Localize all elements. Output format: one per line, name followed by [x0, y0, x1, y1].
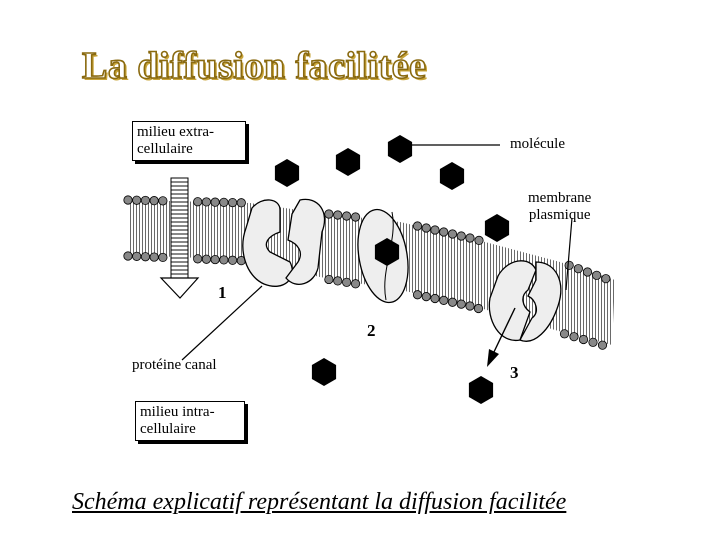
- extracellular-label-line1: milieu extra-: [137, 124, 215, 140]
- phospholipid-head: [210, 197, 220, 207]
- molecule-hexagon: [387, 135, 413, 163]
- phospholipid-head: [430, 225, 440, 235]
- phospholipid-head: [601, 274, 611, 284]
- phospholipid-head: [447, 297, 458, 307]
- channel-protein-3: [488, 260, 562, 342]
- molecule-hexagon: [468, 376, 494, 404]
- molecules: [274, 135, 510, 404]
- phospholipid-head: [149, 252, 159, 262]
- membrane-heads-top: [123, 195, 611, 284]
- phospholipid-head: [350, 279, 361, 289]
- phospholipid-head: [227, 255, 238, 265]
- phospholipid-head: [350, 212, 361, 222]
- molecule-hexagon: [484, 214, 510, 242]
- phospholipid-head: [123, 251, 133, 261]
- phospholipid-head: [324, 274, 334, 285]
- molecule-label: molécule: [510, 136, 565, 152]
- page-title: La diffusion facilitée: [81, 44, 427, 88]
- phospholipid-head: [573, 264, 583, 274]
- channel-protein-1: [242, 198, 326, 287]
- membrane-label-line1: membrane: [528, 190, 592, 206]
- phospholipid-head: [219, 197, 229, 207]
- phospholipid-head: [588, 337, 598, 347]
- phospholipid-head: [439, 227, 449, 237]
- phospholipid-head: [193, 254, 203, 264]
- canal-leader-line: [181, 285, 263, 361]
- step-3-label: 3: [510, 363, 519, 382]
- phospholipid-head: [582, 267, 593, 277]
- phospholipid-head: [201, 254, 212, 264]
- phospholipid-head: [342, 211, 352, 221]
- molecule-hexagon: [439, 162, 465, 190]
- phospholipid-head: [210, 254, 220, 265]
- phospholipid-head: [597, 340, 608, 350]
- phospholipid-head: [456, 299, 466, 309]
- phospholipid-head: [430, 293, 440, 304]
- intracellular-label-box: milieu intra- cellulaire: [135, 401, 245, 441]
- phospholipid-head: [158, 196, 168, 206]
- phospholipid-head: [559, 329, 570, 339]
- phospholipid-head: [227, 197, 238, 208]
- membrane-leader-line: [565, 217, 573, 291]
- phospholipid-head: [324, 209, 334, 219]
- molecule-hexagon: [335, 148, 361, 176]
- phospholipid-head: [465, 233, 475, 243]
- intracellular-label-line2: cellulaire: [140, 421, 196, 437]
- phospholipid-head: [421, 223, 431, 233]
- phospholipid-head: [333, 276, 343, 286]
- diffusion-arrow: [159, 177, 200, 299]
- phospholipid-head: [140, 195, 151, 206]
- phospholipid-head: [149, 196, 159, 206]
- phospholipid-head: [578, 334, 589, 345]
- phospholipid-head: [447, 229, 458, 239]
- phospholipid-head: [236, 198, 246, 208]
- phospholipid-head: [333, 210, 343, 220]
- phospholipid-head: [592, 270, 602, 280]
- phospholipid-head: [421, 292, 431, 302]
- figure-caption: Schéma explicatif représentant la diffus…: [72, 489, 567, 515]
- phospholipid-head: [342, 277, 352, 287]
- membrane-label: membrane plasmique: [528, 190, 591, 224]
- phospholipid-head: [140, 252, 151, 262]
- phospholipid-head: [201, 197, 212, 207]
- leader-lines: [181, 144, 573, 361]
- phospholipid-head: [412, 290, 423, 300]
- phospholipid-head: [474, 235, 484, 245]
- extracellular-label-box: milieu extra- cellulaire: [132, 121, 246, 161]
- step-2-label: 2: [367, 321, 376, 340]
- channel-protein-label: protéine canal: [132, 357, 217, 373]
- phospholipid-head: [473, 303, 484, 314]
- membrane-label-line2: plasmique: [528, 207, 591, 223]
- molecule-hexagon: [374, 238, 400, 266]
- phospholipid-head: [465, 301, 475, 311]
- phospholipid-head: [456, 231, 466, 241]
- phospholipid-head: [439, 295, 449, 305]
- phospholipid-head: [193, 197, 203, 207]
- extracellular-label-line2: cellulaire: [137, 141, 193, 157]
- phospholipid-head: [564, 260, 574, 270]
- phospholipid-head: [132, 195, 142, 205]
- phospholipid-head: [158, 252, 168, 263]
- phospholipid-head: [412, 221, 423, 231]
- phospholipid-head: [123, 195, 133, 205]
- step-1-label: 1: [218, 283, 227, 302]
- intracellular-label-line1: milieu intra-: [140, 404, 215, 420]
- phospholipid-head: [132, 251, 142, 261]
- molecule-hexagon: [274, 159, 300, 187]
- molecule-hexagon: [311, 358, 337, 386]
- exit-arrow: [487, 307, 516, 367]
- membrane-heads-bottom: [123, 251, 608, 350]
- phospholipid-head: [569, 332, 579, 342]
- phospholipid-head: [219, 255, 229, 265]
